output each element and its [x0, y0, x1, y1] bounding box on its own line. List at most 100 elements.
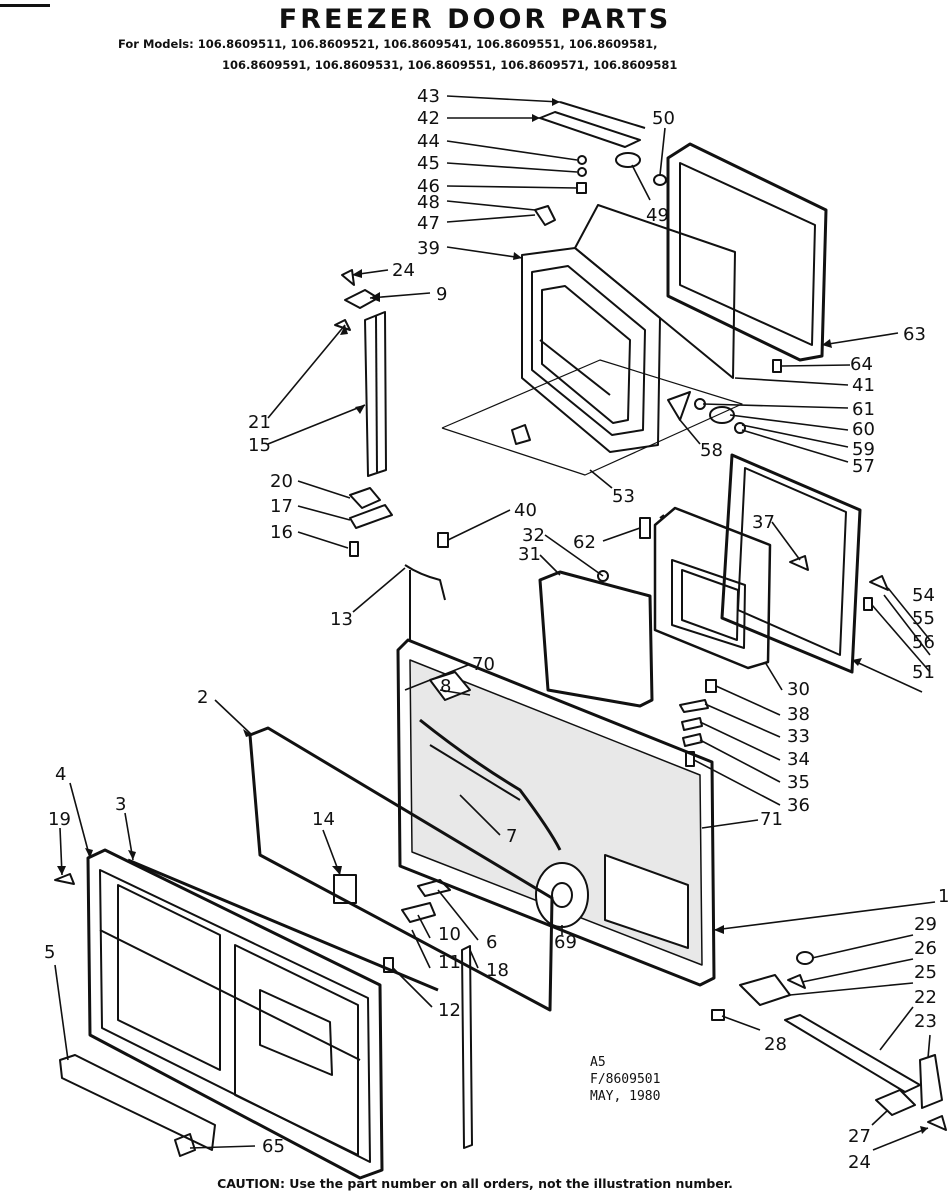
callout-38: 38: [787, 704, 810, 725]
screw-40: [437, 532, 449, 548]
damper-housing-30: [653, 506, 772, 670]
callout-14: 14: [312, 809, 335, 830]
callout-31: 31: [518, 544, 541, 565]
models-prefix: For Models:: [118, 37, 194, 51]
callout-64: 64: [850, 354, 873, 375]
hinge-25: [739, 974, 791, 1006]
screw-16: [349, 541, 359, 557]
callout-22: 22: [914, 987, 937, 1008]
screw-38: [705, 679, 717, 693]
callout-labels: 4342444546484739249211520171640323113623…: [44, 86, 949, 1173]
callout-13: 13: [330, 609, 353, 630]
bracket-14: [333, 874, 357, 904]
callout-61: 61: [852, 399, 875, 420]
screw-24-bottom: [927, 1115, 947, 1131]
callout-65: 65: [262, 1136, 285, 1157]
washer-28: [711, 1009, 725, 1021]
clip-65: [174, 1133, 196, 1157]
callout-21: 21: [248, 412, 271, 433]
callout-32: 32: [522, 525, 545, 546]
caution-note: CAUTION: Use the part number on all orde…: [217, 1176, 733, 1191]
gasket-frame-51: [720, 453, 862, 674]
washer-45: [577, 167, 587, 177]
models-line-2: 106.8609591, 106.8609531, 106.8609551, 1…: [222, 58, 678, 72]
callout-27: 27: [848, 1126, 871, 1147]
fan-hub: [551, 882, 573, 908]
strip-18: [461, 945, 473, 1149]
screw-32: [597, 570, 609, 582]
callout-24: 24: [848, 1152, 871, 1173]
bracket-17: [349, 504, 393, 529]
callout-16: 16: [270, 522, 293, 543]
callout-47: 47: [417, 213, 440, 234]
washer-35: [682, 733, 703, 747]
callout-20: 20: [270, 471, 293, 492]
plane-53: [441, 359, 743, 476]
callout-43: 43: [417, 86, 440, 107]
callout-39: 39: [417, 238, 440, 259]
insulation-block: [574, 204, 736, 379]
callout-55: 55: [912, 608, 935, 629]
callout-48: 48: [417, 192, 440, 213]
pin-49: [615, 152, 641, 168]
callout-30: 30: [787, 679, 810, 700]
strip-42: [539, 111, 641, 148]
callout-50: 50: [652, 108, 675, 129]
strip-3: [127, 858, 439, 992]
callout-36: 36: [787, 795, 810, 816]
pin-62: [639, 517, 651, 539]
callout-9: 9: [436, 284, 447, 305]
gasket-31: [538, 570, 654, 708]
callout-56: 56: [912, 632, 935, 653]
screw-59: [734, 422, 746, 434]
callout-2: 2: [197, 687, 208, 708]
bracket-6: [417, 879, 451, 897]
bracket-23: [919, 1054, 943, 1109]
callout-19: 19: [48, 809, 71, 830]
hardware-54: [869, 575, 889, 591]
screw-44: [577, 155, 587, 165]
callout-25: 25: [914, 962, 937, 983]
hinge-bar-15: [364, 311, 387, 477]
page-title: FREEZER DOOR PARTS: [278, 4, 672, 35]
callout-3: 3: [115, 794, 126, 815]
plate-10: [401, 902, 436, 923]
screw-64: [772, 359, 782, 373]
front-door-4: [86, 848, 384, 1180]
callout-62: 62: [573, 532, 596, 553]
callout-7: 7: [506, 826, 517, 847]
callout-11: 11: [438, 952, 461, 973]
screw-37: [789, 555, 809, 571]
callout-33: 33: [787, 726, 810, 747]
plate-27: [875, 1089, 916, 1116]
washer-34: [681, 717, 703, 731]
callout-49: 49: [646, 205, 669, 226]
callout-46: 46: [417, 176, 440, 197]
callout-63: 63: [903, 324, 926, 345]
leader-lines: [54, 95, 936, 1151]
stamp-figure: F/8609501: [590, 1072, 661, 1087]
callout-15: 15: [248, 435, 271, 456]
door-liner-top-part: [521, 247, 661, 453]
callout-37: 37: [752, 512, 775, 533]
callout-12: 12: [438, 1000, 461, 1021]
callout-40: 40: [514, 500, 537, 521]
callout-41: 41: [852, 375, 875, 396]
callout-4: 4: [55, 764, 66, 785]
callout-59: 59: [852, 439, 875, 460]
callout-26: 26: [914, 938, 937, 959]
cap-29: [796, 951, 814, 965]
callout-57: 57: [852, 456, 875, 477]
screw-12: [383, 957, 394, 973]
hinge-bar-22: [784, 1014, 921, 1093]
plate-20: [349, 487, 381, 509]
callout-69: 69: [554, 932, 577, 953]
screw-24-top: [341, 269, 355, 286]
callout-42: 42: [417, 108, 440, 129]
fan-69: [535, 862, 589, 928]
hinge-58: [667, 391, 691, 421]
callout-1: 1: [938, 886, 949, 907]
gasket-2: [248, 726, 554, 1012]
callout-28: 28: [764, 1034, 787, 1055]
